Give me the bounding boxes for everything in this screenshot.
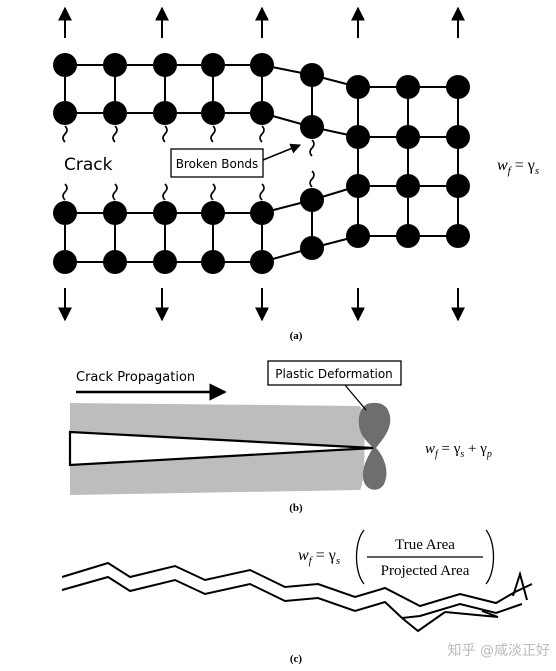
fraction-denominator: Projected Area [381, 563, 470, 579]
crack-label: Crack [64, 155, 113, 175]
right-paren [485, 529, 495, 585]
panel-a: Crack Broken Bonds wf = γs (a) [53, 6, 539, 342]
formula-b: wf = γs + γp [425, 441, 492, 460]
plastic-pointer [344, 384, 367, 411]
tension-arrows-bottom [58, 288, 465, 322]
jagged-crack [61, 561, 533, 633]
broken-bonds-box [170, 148, 264, 178]
plastic-zone [358, 402, 391, 490]
panel-c: wf = γs True Area Projected Area (c) [61, 529, 533, 665]
caption-c: (c) [290, 653, 303, 665]
broken-bonds-label: Broken Bonds [176, 157, 259, 171]
atoms [53, 53, 470, 274]
broken-bonds-pointer [262, 143, 301, 161]
crack-wedge [68, 430, 374, 467]
crack-propagation-label: Crack Propagation [76, 370, 195, 385]
formula-a: wf = γs [497, 157, 539, 177]
caption-a: (a) [290, 330, 303, 342]
broken-bond-stubs [62, 125, 315, 201]
formula-c-lhs: wf = γs [298, 547, 340, 567]
watermark: 知乎 @咸淡正好 [448, 642, 550, 659]
tension-arrows-top [58, 6, 465, 38]
left-paren [355, 529, 365, 585]
caption-b: (b) [289, 502, 303, 514]
fraction-numerator: True Area [395, 537, 455, 553]
panel-b: Crack Propagation Plastic Deformation wf… [68, 360, 492, 514]
plastic-deformation-box [267, 360, 402, 386]
plastic-deformation-label: Plastic Deformation [275, 367, 393, 381]
